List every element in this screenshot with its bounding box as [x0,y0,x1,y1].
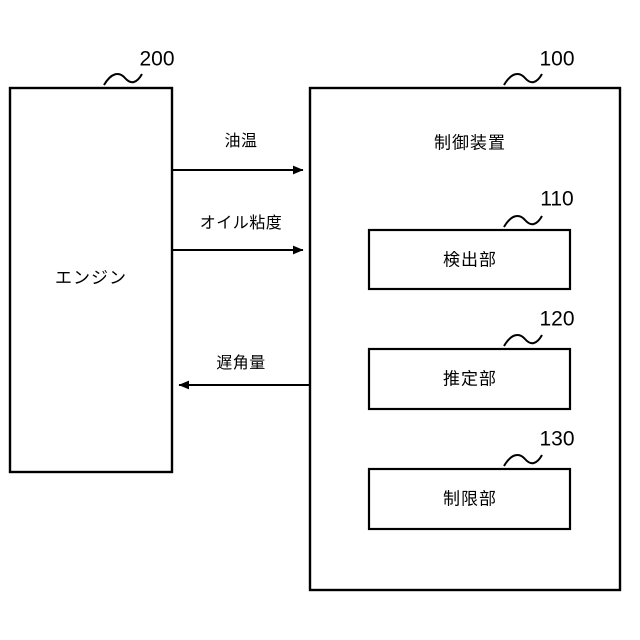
block-control-device-rect [308,86,622,592]
block-label-engine: エンジン [55,268,127,288]
arrow-label-oil-viscosity: オイル粘度 [199,215,283,232]
leader-line-130 [503,453,543,467]
block-engine-rect [8,86,174,474]
reference-numeral-130: 130 [539,427,575,451]
block-label-control-device: 制御装置 [434,133,506,153]
block-label-limiting-unit: 制限部 [443,489,497,509]
block-label-detection-unit: 検出部 [443,250,497,270]
block-label-estimation-unit: 推定部 [443,369,497,389]
block-limiting-unit-rect [367,467,572,531]
block-detection-unit-rect [367,228,572,291]
block-estimation-unit-rect [367,347,572,411]
leader-line-120 [503,333,543,347]
arrow-label-retard-angle-amount: 遅角量 [216,355,266,372]
reference-numeral-110: 110 [540,187,574,211]
reference-numeral-120: 120 [539,307,575,331]
leader-line-100 [503,72,543,86]
leader-line-200 [103,72,143,86]
leader-line-110 [503,214,543,228]
reference-numeral-100: 100 [539,47,575,71]
arrow-label-oil-temperature: 油温 [224,133,258,150]
reference-numeral-200: 200 [139,47,175,71]
